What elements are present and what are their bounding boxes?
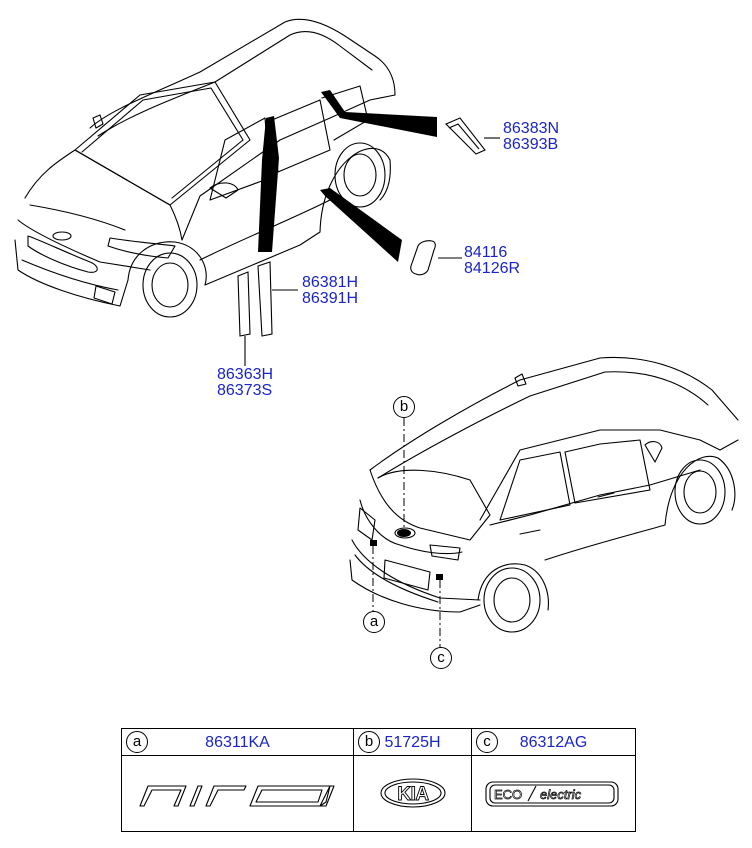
emblem-header-c: c 86312AG [471,728,636,756]
rear-car-illustration [349,356,739,633]
part-number-frame-tape-lower-2[interactable]: 86373S [217,382,273,399]
table-callout-c: c [476,731,498,753]
emblem-header-b: b 51725H [353,728,472,756]
callout-a[interactable]: a [363,611,385,633]
front-car-illustration [14,18,396,318]
emblem-table: a 86311KA b 51725H c 86312AG [121,728,636,832]
emblem-cell-niro [121,755,354,832]
part-number-frame-tape-upper-1[interactable]: 86381H [302,274,359,291]
part-number-side-badge-1[interactable]: 84116 [464,244,508,261]
table-callout-b: b [358,731,380,753]
rear-emblem-marks [370,529,443,580]
callout-c[interactable]: c [430,647,452,669]
emblem-header-a: a 86311KA [121,728,354,756]
part-number-frame-tape-lower-1[interactable]: 86363H [217,366,274,383]
part-number-side-badge-2[interactable]: 84126R [464,260,521,277]
front-car-leaders [258,90,437,262]
part-number-fender-garnish-2[interactable]: 86393B [503,136,559,153]
part-number-kia-emblem[interactable]: 51725H [384,734,441,751]
part-number-niro-emblem[interactable]: 86311KA [205,734,270,751]
part-number-frame-tape-upper-2[interactable]: 86391H [302,290,359,307]
emblem-cell-eco-electric [471,755,636,832]
part-number-fender-garnish-1[interactable]: 86383N [503,120,560,137]
callout-leaders [372,418,441,648]
callout-b[interactable]: b [393,396,415,418]
emblem-cell-kia [353,755,472,832]
part-shapes [237,117,500,366]
table-callout-a: a [126,731,148,753]
part-number-eco-electric-emblem[interactable]: 86312AG [519,734,588,751]
